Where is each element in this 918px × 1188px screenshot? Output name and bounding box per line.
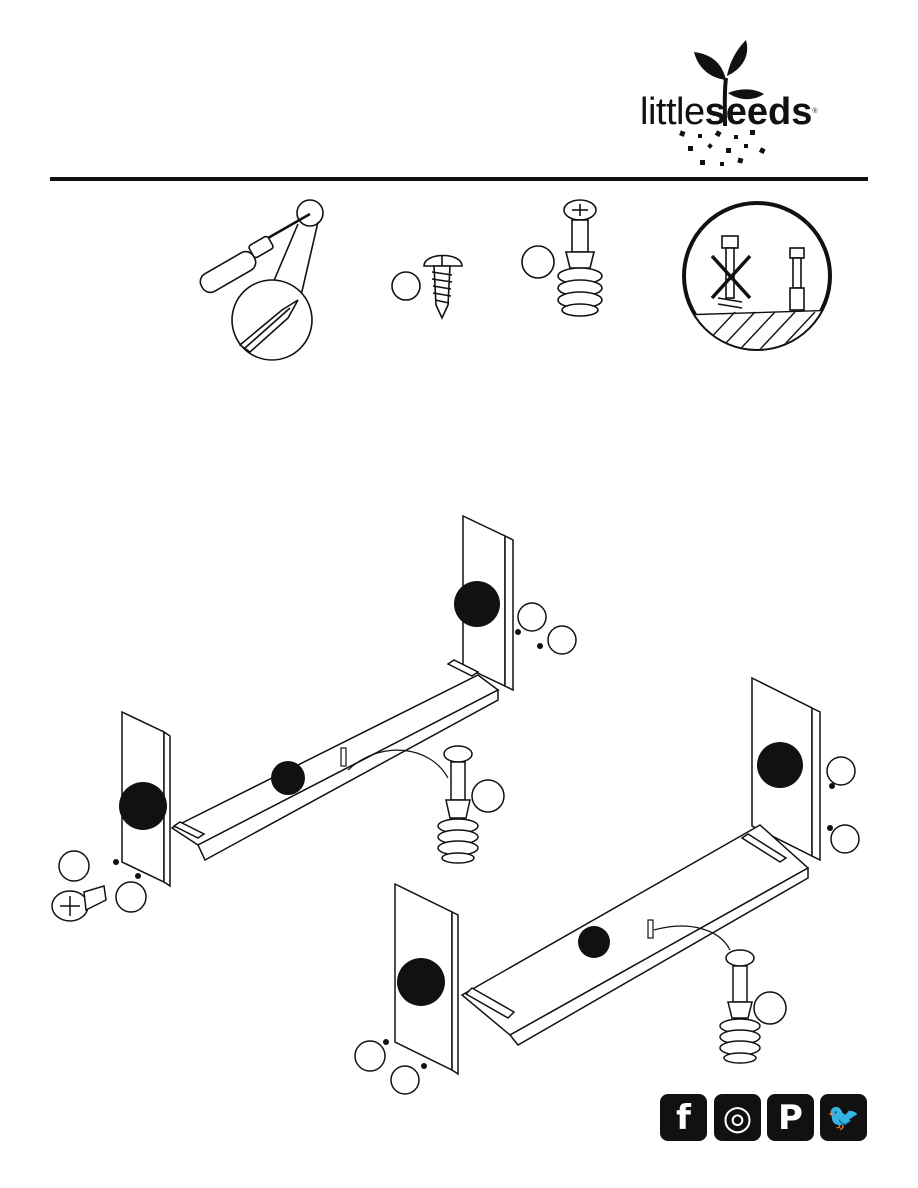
screw-icon xyxy=(424,255,462,318)
twitter-glyph: 🐦 xyxy=(820,1094,867,1141)
part-label-screw xyxy=(392,272,420,300)
seed-dots xyxy=(670,128,780,173)
screw-detail-icon xyxy=(52,886,106,921)
instagram-glyph: ◎ xyxy=(714,1094,761,1141)
bolt-depth-diagram xyxy=(680,203,855,360)
tools-row xyxy=(0,190,918,370)
trademark: ® xyxy=(812,108,817,115)
assembly-illustration xyxy=(0,500,918,1100)
cam-bolt-detail xyxy=(438,746,478,863)
facebook-glyph: f xyxy=(660,1094,707,1141)
logo-word-little: little xyxy=(640,91,705,133)
facebook-icon[interactable]: f xyxy=(660,1094,707,1141)
instagram-icon[interactable]: ◎ xyxy=(714,1094,761,1141)
logo-word-seeds: seeds xyxy=(705,91,813,133)
part-label-cam-bolt xyxy=(522,246,554,278)
header-divider xyxy=(50,177,868,181)
twitter-icon[interactable]: 🐦 xyxy=(820,1094,867,1141)
cam-bolt-icon xyxy=(558,200,602,316)
screwdriver-icon xyxy=(197,200,323,360)
pinterest-glyph: P xyxy=(767,1094,814,1141)
pinterest-icon[interactable]: P xyxy=(767,1094,814,1141)
logo-wordmark: littleseeds® xyxy=(640,92,818,132)
